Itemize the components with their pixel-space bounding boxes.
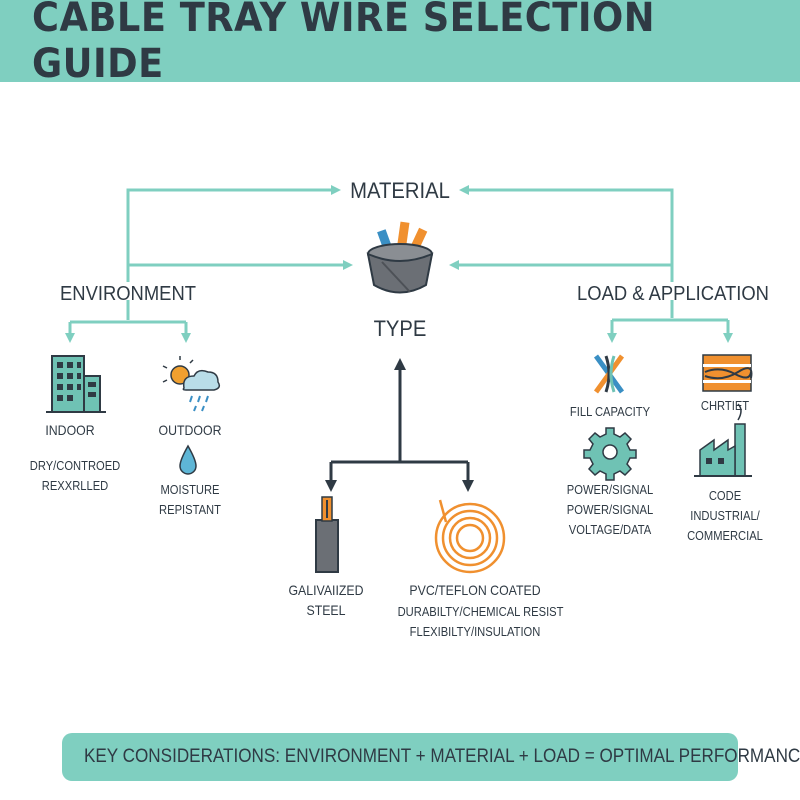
type-label: TYPE — [373, 316, 427, 341]
indoor-label: INDOOR — [45, 422, 95, 438]
power-label-3: VOLTAGE/DATA — [568, 522, 652, 537]
cable-tray-icon — [702, 354, 753, 392]
coil-icon — [434, 499, 506, 574]
chriet-label: CHRTIET — [700, 398, 750, 413]
type-connectors — [325, 358, 474, 492]
code-label-1: CODE — [708, 488, 742, 503]
key-considerations-banner: KEY CONSIDERATIONS: ENVIRONMENT + MATERI… — [62, 733, 800, 781]
outdoor-detail-1: MOISTURE — [160, 482, 220, 497]
outdoor-detail-2: REPISTANT — [159, 502, 221, 517]
steel-rod-icon — [315, 496, 339, 573]
material-label: MATERIAL — [350, 178, 450, 203]
title-banner: CABLE TRAY WIRE SELECTION GUIDE — [0, 0, 800, 87]
pvc-detail-2: FLEXIBILTY/INSULATION — [409, 624, 541, 639]
code-label-2: INDUSTRIAL/ — [690, 508, 760, 523]
building-icon — [46, 355, 106, 413]
gear-icon — [583, 427, 637, 481]
key-considerations-text: KEY CONSIDERATIONS: ENVIRONMENT + MATERI… — [84, 746, 800, 767]
cable-spool-icon — [366, 221, 434, 294]
pvc-detail-1: DURABILTY/CHEMICAL RESIST — [397, 604, 564, 619]
power-label-2: POWER/SIGNAL — [566, 502, 654, 517]
environment-connectors — [65, 185, 353, 343]
water-drop-icon — [179, 444, 197, 475]
steel-label-1: GALIVAIIZED — [288, 582, 364, 598]
steel-label-2: STEEL — [306, 602, 346, 618]
indoor-detail-2: REXXRLLED — [41, 478, 109, 493]
pvc-label: PVC/TEFLON COATED — [409, 582, 541, 598]
outdoor-label: OUTDOOR — [158, 422, 222, 438]
fill-capacity-label: FILL CAPACITY — [569, 404, 651, 419]
factory-icon — [694, 403, 752, 477]
weather-icon — [162, 356, 221, 412]
power-label-1: POWER/SIGNAL — [566, 482, 654, 497]
page-title: CABLE TRAY WIRE SELECTION GUIDE — [32, 0, 655, 87]
load-heading: LOAD & APPLICATION — [577, 283, 769, 305]
environment-heading: ENVIRONMENT — [60, 283, 196, 305]
indoor-detail-1: DRY/CONTROED — [29, 458, 121, 473]
cable-bundle-icon — [593, 354, 625, 394]
code-label-3: COMMERCIAL — [687, 528, 763, 543]
load-connectors — [449, 185, 733, 343]
